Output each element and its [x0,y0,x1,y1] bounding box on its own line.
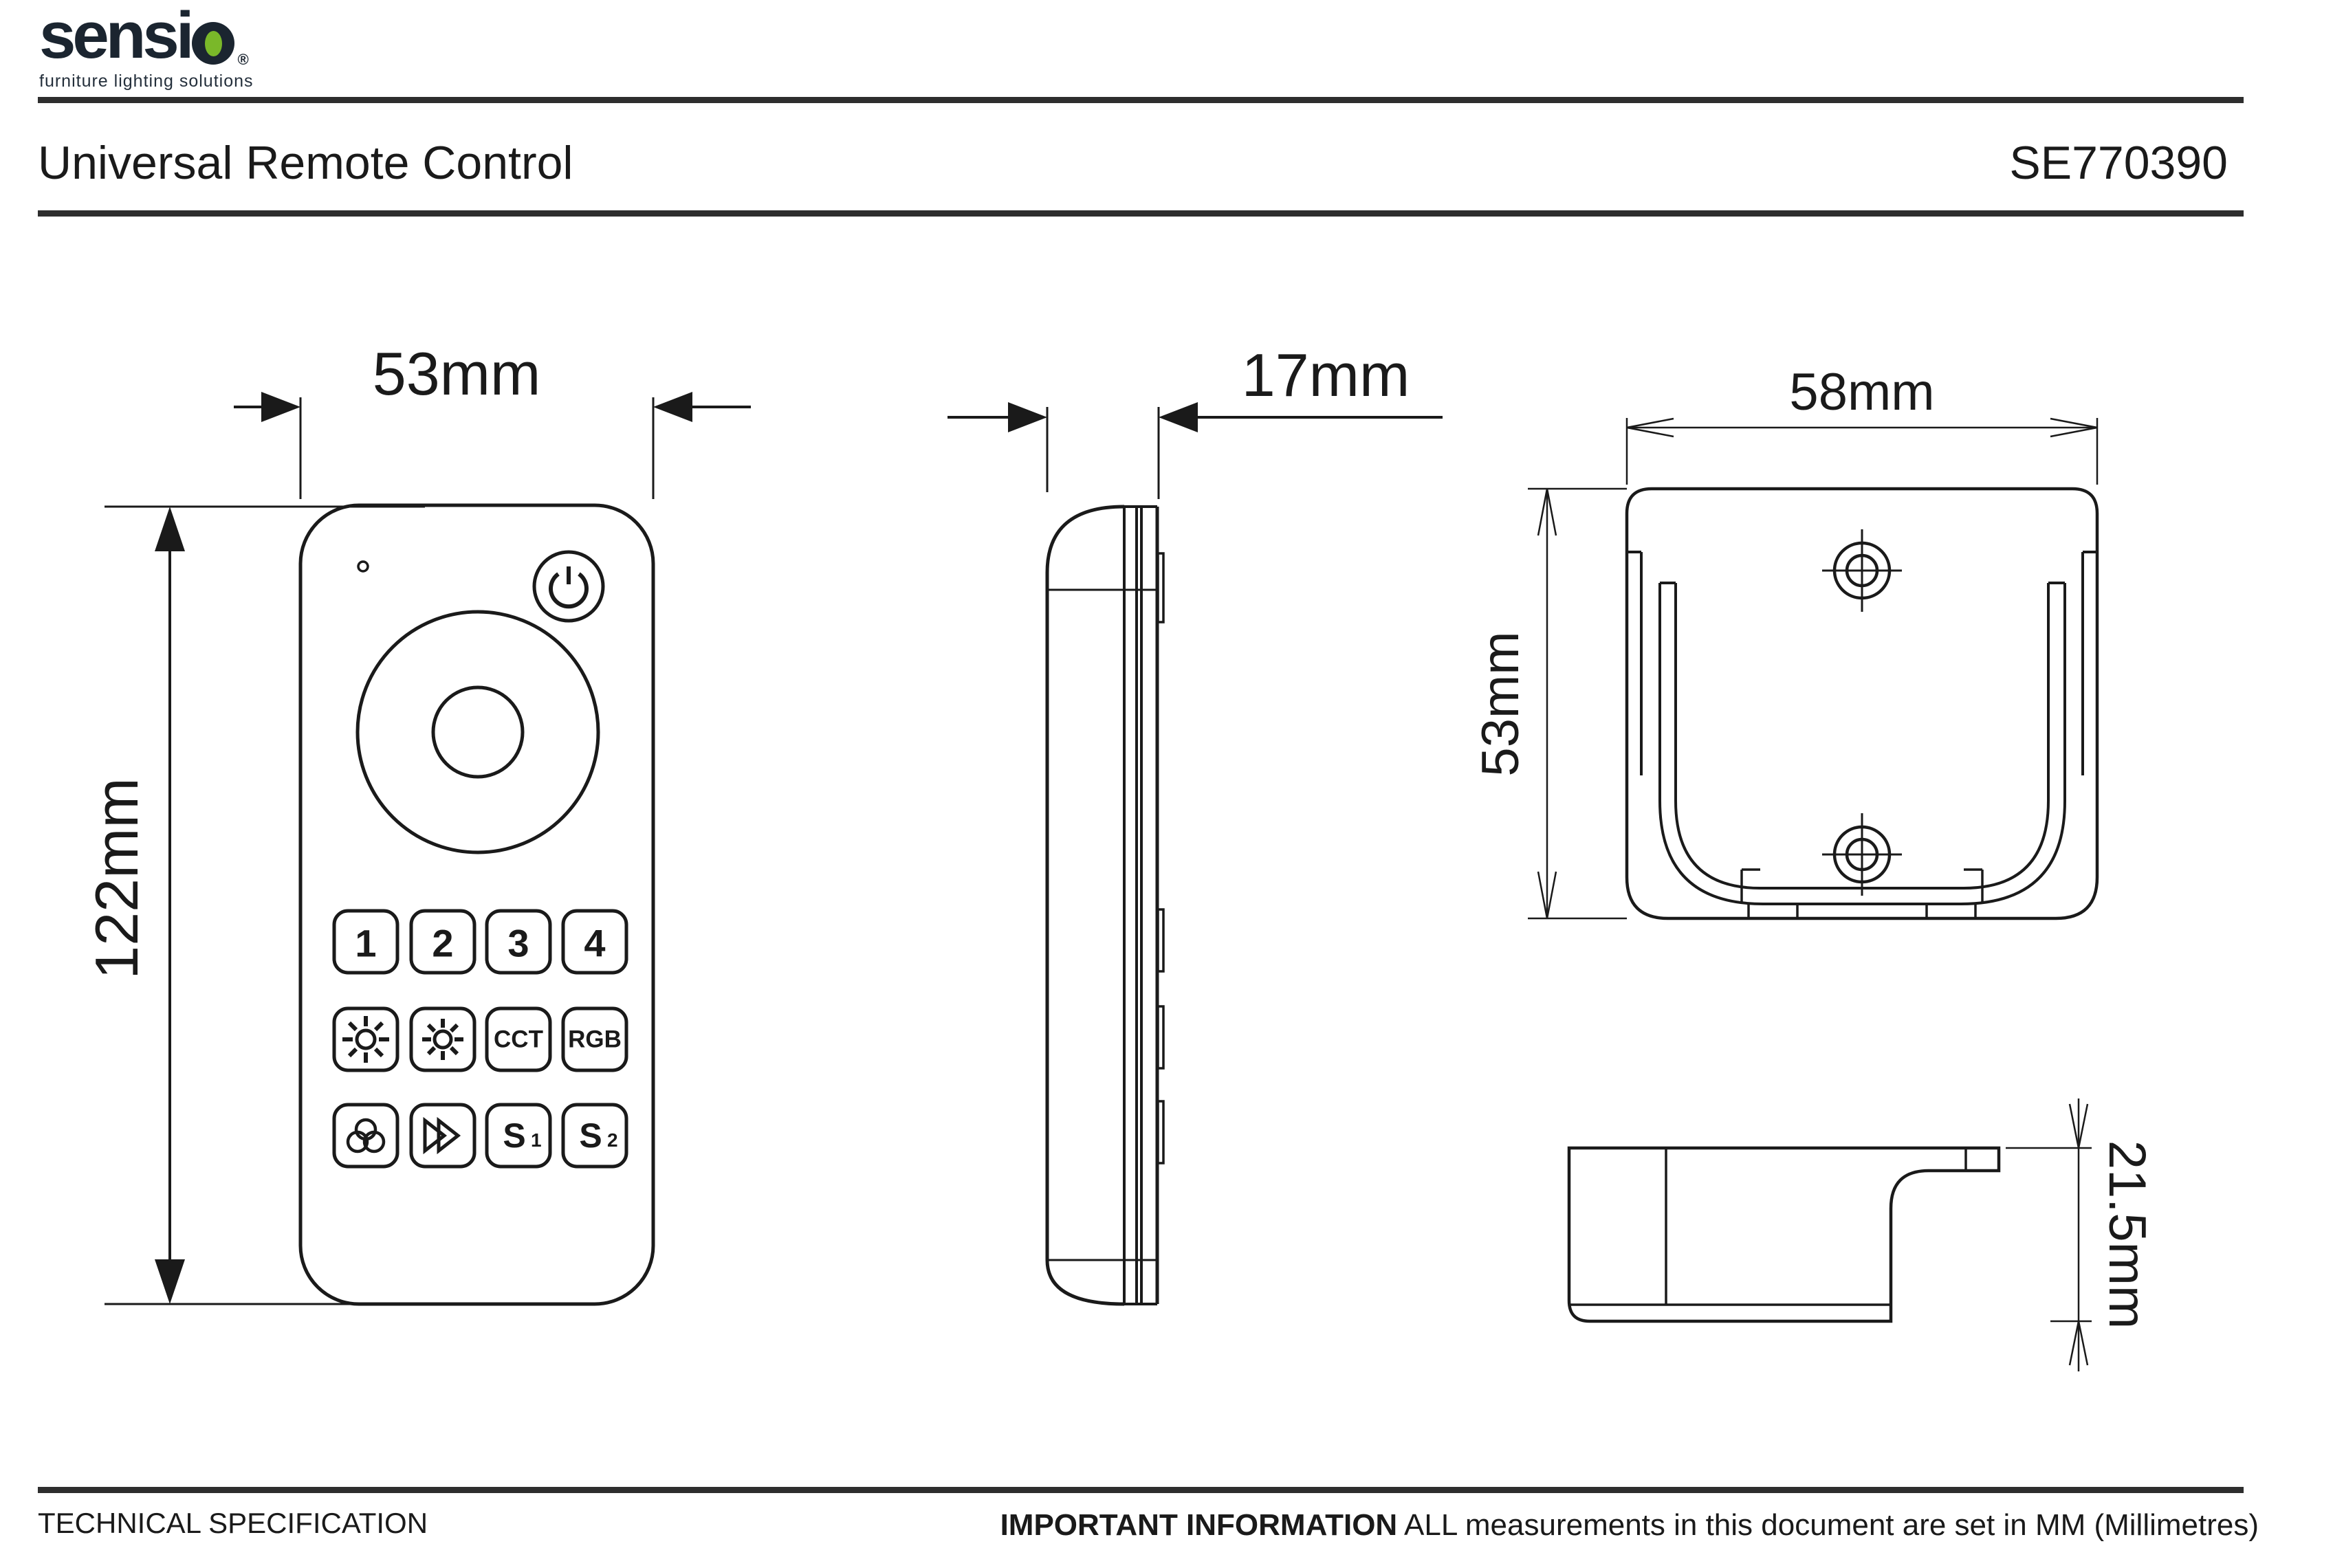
bracket-channel-outer [1658,583,2066,905]
footer-left-text: TECHNICAL SPECIFICATION [38,1507,428,1539]
footer-rule [38,1487,2244,1493]
cct-button-label: CCT [494,1026,543,1053]
remote-side-seams [1047,588,1157,1261]
button-2-label: 2 [432,922,453,965]
scene-1-button: S 1 [485,1103,552,1169]
speed-icon [423,1116,461,1155]
bracket-side-view [1567,1146,2001,1323]
footer-important-label: IMPORTANT INFORMATION [1000,1508,1398,1542]
bracket-side-outline [1567,1146,2001,1323]
zone-button-4: 4 [561,909,628,975]
color-cycle-icon [346,1118,386,1153]
zone-button-1: 1 [332,909,399,975]
brand-wordmark: sensi [39,0,194,72]
dimension-front-width: 53mm [234,340,751,499]
bracket-outline [1625,487,2099,920]
dimension-bracket-depth: 21.5mm [2006,1098,2156,1371]
scene-2-label: S [579,1116,602,1155]
remote-side-view [1045,505,1165,1306]
footer-measurement-note: ALL measurements in this document are se… [1397,1508,2259,1542]
color-cycle-button [332,1103,399,1169]
remote-side-back-shell [1045,505,1125,1306]
remote-body-outline [298,503,655,1306]
rgb-button: RGB [561,1006,628,1072]
zone-button-2: 2 [409,909,477,975]
product-code: SE770390 [2009,137,2228,189]
zone-button-3: 3 [485,909,552,975]
scroll-wheel-center [431,685,525,779]
rgb-button-label: RGB [568,1026,622,1053]
dimension-front-height-label: 122mm [83,777,151,979]
dimension-side-depth-label: 17mm [1242,341,1410,409]
bracket-screw-hole-top [1822,529,1902,612]
brand-logo: sensi ® furniture lighting solutions [39,0,254,91]
button-1-label: 1 [355,922,376,965]
scroll-wheel [355,610,600,854]
button-3-label: 3 [507,922,529,965]
power-icon [549,566,589,609]
speed-button [409,1103,477,1169]
bracket-side-details [1569,1148,1967,1306]
bracket-side-rails [1627,551,2097,775]
brightness-down-button [409,1006,477,1072]
dimension-bracket-width-label: 58mm [1789,363,1934,421]
scene-1-label: S [503,1116,525,1155]
brand-o-icon [192,22,235,65]
bracket-bottom-slots [1740,868,1984,918]
dimension-front-height: 122mm [83,505,425,1305]
dimension-bracket-depth-label: 21.5mm [2098,1140,2156,1329]
brightness-up-button [332,1006,399,1072]
footer-right-text: IMPORTANT INFORMATION ALL measurements i… [1000,1508,2259,1543]
bracket-screw-hole-bottom [1822,813,1902,896]
scene-2-button: S 2 [561,1103,628,1169]
dimension-bracket-height: 53mm [1471,487,1627,920]
scene-1-sub: 1 [531,1129,542,1151]
header-rule-bottom [38,210,2244,217]
header-rule-top [38,97,2244,103]
dimension-side-depth: 17mm [948,341,1443,499]
brightness-up-icon [342,1016,389,1063]
cct-button: CCT [485,1006,552,1072]
remote-front-view: 1 2 3 4 [298,503,655,1306]
dimension-bracket-height-label: 53mm [1471,631,1530,776]
brand-green-dot-icon [205,31,223,56]
led-indicator [357,560,369,573]
brand-tagline: furniture lighting solutions [39,71,254,91]
registered-mark: ® [237,51,249,68]
button-4-label: 4 [584,922,605,965]
power-button [532,550,605,623]
scene-2-sub: 2 [607,1129,618,1151]
page-title: Universal Remote Control [38,137,573,189]
dimension-bracket-width: 58mm [1625,363,2099,485]
remote-side-button-profiles [1157,552,1165,1164]
dimension-front-width-label: 53mm [373,340,541,408]
brightness-down-icon [422,1019,463,1060]
bracket-front-view [1625,487,2099,920]
